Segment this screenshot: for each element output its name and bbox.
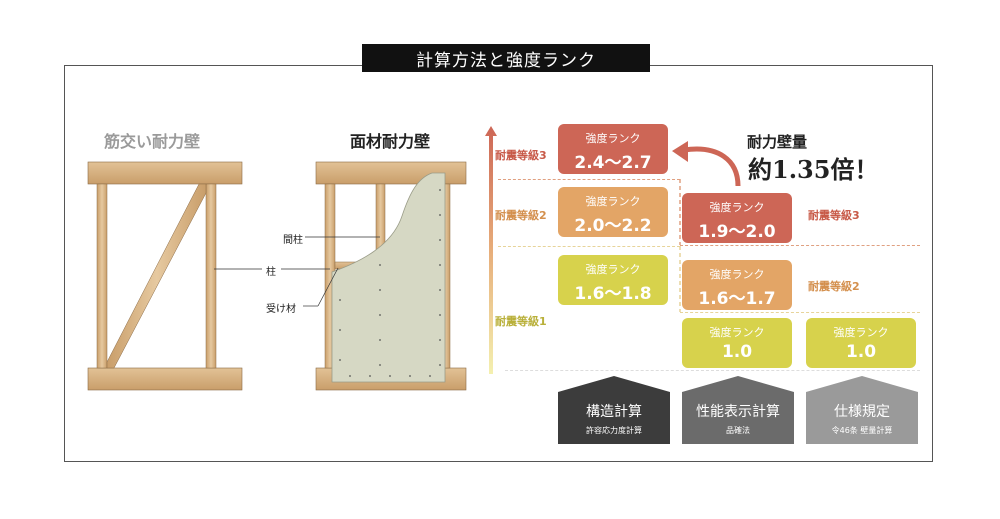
callout-ukezai: 受け材 <box>266 304 296 315</box>
callout-mabashira: 間柱 <box>283 235 303 246</box>
house-shape-performance <box>682 376 794 444</box>
page-title: 計算方法と強度ランク <box>362 44 650 72</box>
rank-value: 2.4〜2.7 <box>574 153 652 173</box>
method-name: 構造計算 <box>586 404 642 420</box>
ratio-value: 約1.35倍！ <box>748 155 879 184</box>
rank-label: 強度ランク <box>585 195 641 208</box>
method-sub: 令46条 壁量計算 <box>831 426 893 435</box>
ratio-title: 耐力壁量 <box>747 133 808 151</box>
baseline-separator <box>505 370 920 371</box>
method-sub: 許容応力度計算 <box>586 426 642 435</box>
grade3-label: 耐震等級3 <box>495 149 547 162</box>
grade3-label-right: 耐震等級3 <box>808 209 860 222</box>
house-shape-structural <box>558 376 670 444</box>
method-structural: 構造計算 許容応力度計算 <box>558 375 670 436</box>
rank-box-structural-g2: 強度ランク 2.0〜2.2 <box>558 187 668 237</box>
rank-label: 強度ランク <box>833 326 889 339</box>
grade2-label-right: 耐震等級2 <box>808 280 860 293</box>
rank-value: 1.0 <box>845 342 877 362</box>
rank-box-structural-g1: 強度ランク 1.6〜1.8 <box>558 255 668 305</box>
method-specification: 仕様規定 令46条 壁量計算 <box>806 375 918 436</box>
rank-value: 1.0 <box>721 342 753 362</box>
method-name: 仕様規定 <box>834 404 890 420</box>
method-sub: 品確法 <box>726 426 750 435</box>
method-performance: 性能表示計算 品確法 <box>682 375 794 436</box>
rank-box-performance-g3: 強度ランク 1.9〜2.0 <box>682 193 792 243</box>
grade2-label: 耐震等級2 <box>495 209 547 222</box>
grade1-label: 耐震等級1 <box>495 315 547 328</box>
house-shape-specification <box>806 376 918 444</box>
rank-value: 1.6〜1.7 <box>698 289 776 309</box>
rank-value: 1.9〜2.0 <box>698 222 776 242</box>
method-name: 性能表示計算 <box>696 404 780 420</box>
rank-box-specification: 強度ランク 1.0 <box>806 318 916 368</box>
rank-label: 強度ランク <box>709 268 765 281</box>
rank-value: 1.6〜1.8 <box>574 284 652 304</box>
panel-wall-title: 面材耐力壁 <box>350 132 431 151</box>
grade2-separator-right <box>680 312 920 313</box>
bracing-wall <box>87 161 243 391</box>
rank-label: 強度ランク <box>585 132 641 145</box>
rank-label: 強度ランク <box>585 263 641 276</box>
rank-box-performance-g1: 強度ランク 1.0 <box>682 318 792 368</box>
grade3-separator-right <box>680 245 920 246</box>
rank-box-performance-g2: 強度ランク 1.6〜1.7 <box>682 260 792 310</box>
rank-box-structural-g3: 強度ランク 2.4〜2.7 <box>558 124 668 174</box>
grade3-separator <box>498 179 680 180</box>
panel-wall <box>315 161 467 391</box>
rank-value: 2.0〜2.2 <box>574 216 652 236</box>
grade2-separator <box>498 246 680 247</box>
callout-hashira: 柱 <box>266 267 276 278</box>
rank-label: 強度ランク <box>709 326 765 339</box>
rank-label: 強度ランク <box>709 201 765 214</box>
bracing-wall-title: 筋交い耐力壁 <box>104 132 201 151</box>
strength-axis-arrow <box>485 126 497 374</box>
